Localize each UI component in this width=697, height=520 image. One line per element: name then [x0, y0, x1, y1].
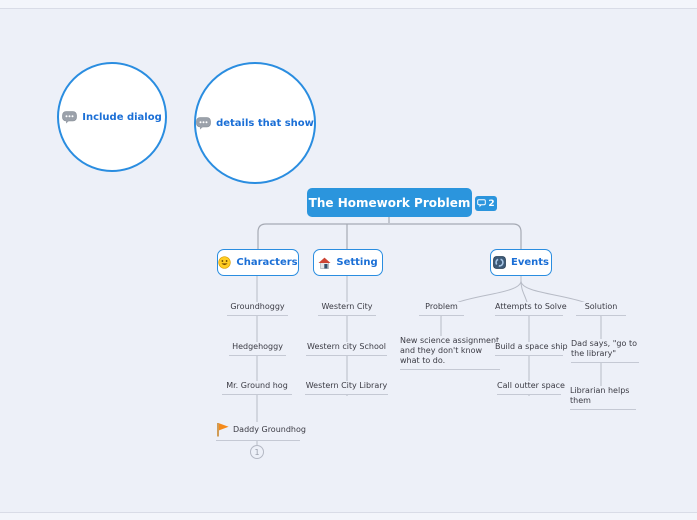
- node-characters[interactable]: Characters: [217, 249, 299, 276]
- node-build-a-space-ship[interactable]: Build a space ship: [495, 342, 568, 356]
- bottom-edge: [0, 512, 697, 520]
- node-groundhoggy[interactable]: Groundhoggy: [227, 302, 288, 316]
- node-label: Daddy Groundhog: [233, 424, 306, 434]
- refresh-app-icon: [493, 256, 506, 269]
- node-label: Characters: [236, 257, 298, 268]
- node-setting[interactable]: Setting: [313, 249, 383, 276]
- root-node-label: The Homework Problem: [308, 195, 471, 210]
- node-new-science-assignment[interactable]: New science assignment and they don't kn…: [400, 336, 500, 370]
- root-node[interactable]: The Homework Problem: [307, 188, 472, 217]
- node-dad-says-go-to-library[interactable]: Dad says, "go to the library": [571, 339, 639, 363]
- bubble-details-that-show[interactable]: details that show: [194, 62, 316, 184]
- collapsed-children-badge[interactable]: 1: [250, 445, 264, 459]
- bubble-label: details that show: [216, 117, 314, 129]
- speech-bubble-icon: [62, 110, 78, 124]
- node-call-outter-space[interactable]: Call outter space: [497, 381, 565, 395]
- comment-count-badge[interactable]: 2: [475, 196, 497, 211]
- flag-icon: [216, 422, 229, 437]
- node-librarian-helps-them[interactable]: Librarian helps them: [570, 386, 636, 410]
- node-daddy-groundhog[interactable]: Daddy Groundhog: [216, 422, 306, 441]
- bubble-include-dialog[interactable]: Include dialog: [57, 62, 167, 172]
- node-solution[interactable]: Solution: [576, 302, 626, 316]
- node-attempts-to-solve[interactable]: Attempts to Solve: [495, 302, 567, 316]
- node-label: Events: [511, 257, 549, 268]
- node-mr-ground-hog[interactable]: Mr. Ground hog: [222, 381, 292, 395]
- speech-bubble-icon: [196, 116, 211, 130]
- node-events[interactable]: Events: [490, 249, 552, 276]
- node-problem[interactable]: Problem: [419, 302, 464, 316]
- node-western-city[interactable]: Western City: [318, 302, 376, 316]
- house-icon: [318, 257, 331, 269]
- comment-icon: [477, 199, 487, 208]
- node-label: Setting: [336, 257, 378, 268]
- bubble-label: Include dialog: [82, 111, 162, 123]
- node-western-city-library[interactable]: Western City Library: [305, 381, 388, 395]
- node-hedgehoggy[interactable]: Hedgehoggy: [229, 342, 286, 356]
- comment-count: 2: [488, 198, 495, 209]
- top-edge: [0, 0, 697, 9]
- node-western-city-school[interactable]: Western city School: [306, 342, 387, 356]
- smiley-icon: [218, 256, 232, 269]
